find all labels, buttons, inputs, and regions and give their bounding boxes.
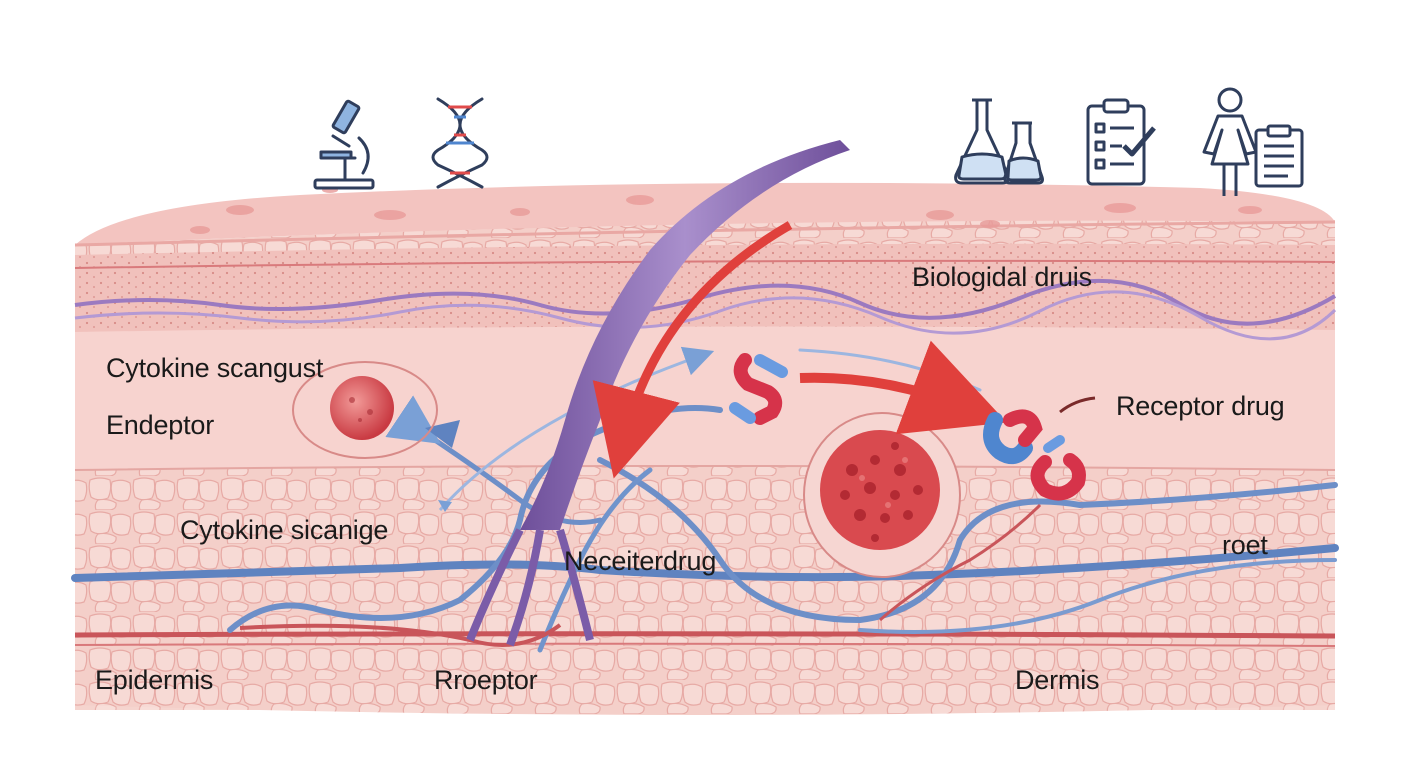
label-dermis: Dermis bbox=[1015, 665, 1100, 695]
microscope-icon bbox=[313, 99, 375, 190]
label-neceiterdrug: Neceiterdrug bbox=[564, 546, 717, 576]
label-rroeptor: Rroeptor bbox=[434, 665, 538, 695]
lab-flasks-icon bbox=[954, 98, 1044, 185]
target-cell bbox=[820, 430, 940, 550]
drug-molecule-right bbox=[983, 409, 1086, 501]
label-biological-drugs: Biologidal druis bbox=[912, 262, 1092, 292]
label-cytokine-scangust: Cytokine scangust bbox=[106, 353, 324, 383]
label-receptor-drug: Receptor drug bbox=[1116, 391, 1285, 421]
patient-clipboard-icon bbox=[1202, 87, 1304, 196]
nerve-fiber bbox=[520, 140, 850, 530]
label-endeptor: Endeptor bbox=[106, 410, 214, 440]
checklist-clipboard-icon bbox=[1086, 98, 1156, 186]
dna-helix-icon bbox=[431, 97, 489, 189]
label-cytokine-sicanige: Cytokine sicanige bbox=[180, 515, 389, 545]
label-roet: roet bbox=[1222, 530, 1268, 560]
cytokine-cell bbox=[330, 376, 394, 440]
drug-flow-arrow bbox=[592, 221, 793, 479]
binding-arrow bbox=[799, 340, 1007, 435]
drug-molecule-left bbox=[729, 353, 788, 425]
label-epidermis: Epidermis bbox=[95, 665, 214, 695]
